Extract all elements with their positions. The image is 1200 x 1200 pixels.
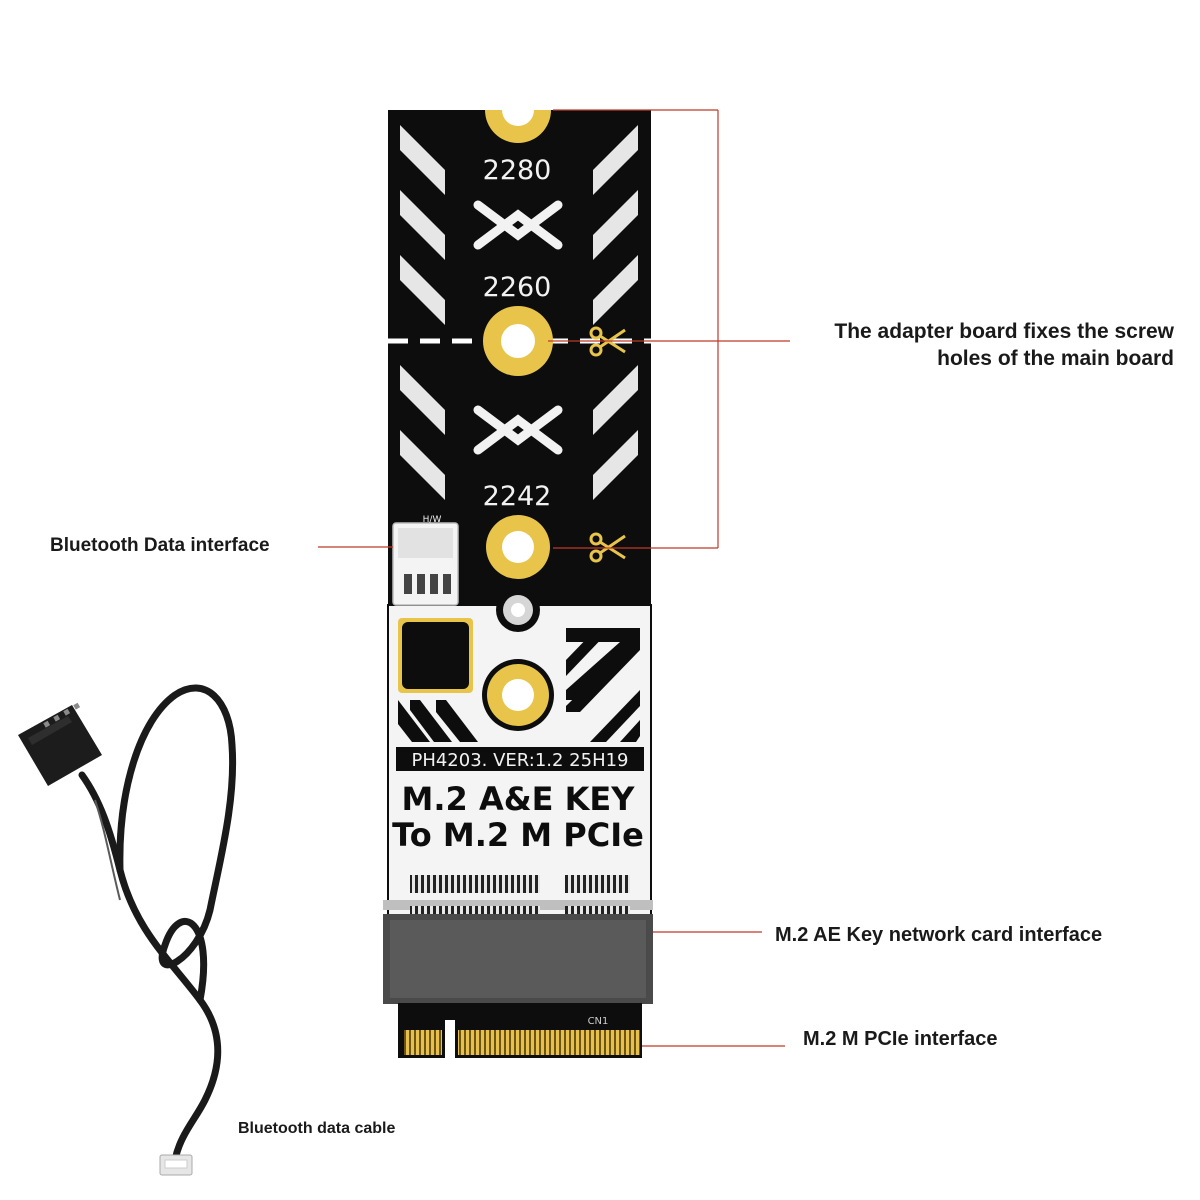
screw-hole-2260: [483, 306, 553, 376]
ae-key-connector: [383, 900, 653, 1004]
header-mark: H/W: [423, 515, 442, 525]
cable-connector-head: [18, 702, 102, 786]
bluetooth-header-connector: H/W: [392, 515, 459, 606]
callout-ae-key-interface: M.2 AE Key network card interface: [775, 924, 1103, 946]
cable-connector-tail: [159, 1154, 193, 1176]
adapter-board: 2280 2260 2242: [383, 110, 653, 1058]
board-title-line2: To M.2 M PCIe: [392, 816, 644, 854]
callout-m-pcie-interface: M.2 M PCIe interface: [803, 1028, 998, 1050]
callout-screw-holes-line1: The adapter board fixes the screw: [834, 320, 1174, 343]
chip: [398, 618, 473, 693]
x-mark-upper: [473, 200, 563, 250]
pin-row-right: [565, 875, 630, 893]
stripes-lower-left: [398, 700, 478, 742]
scissors-icon: [589, 326, 626, 357]
stripes-left-top: [400, 125, 445, 500]
size-label-2280: 2280: [483, 155, 552, 186]
standoff-hole: [496, 588, 540, 632]
size-label-2242: 2242: [483, 481, 552, 512]
screw-hole-2280: [485, 110, 551, 143]
stripes-right-top: [593, 125, 638, 500]
bluetooth-cable: [18, 684, 237, 1176]
size-label-2260: 2260: [483, 272, 552, 303]
board-title-line1: M.2 A&E KEY: [402, 780, 636, 818]
x-mark-lower: [473, 405, 563, 455]
screw-hole-lower: [482, 659, 554, 731]
pin-row-left: [410, 875, 540, 893]
callout-screw-holes-line2: holes of the main board: [937, 347, 1174, 370]
callout-bluetooth-cable: Bluetooth data cable: [238, 1120, 396, 1137]
connector-mark: CN1: [588, 1016, 609, 1027]
scissors-icon: [589, 532, 626, 563]
model-version-label: PH4203. VER:1.2 25H19: [411, 750, 628, 771]
leader-lines: [318, 109, 790, 1047]
callout-screw-holes: The adapter board fixes the screw holes …: [834, 318, 1174, 372]
m-pcie-edge-connector: CN1: [398, 1003, 642, 1058]
callout-bluetooth-interface: Bluetooth Data interface: [50, 535, 270, 556]
screw-hole-2242: [486, 515, 550, 579]
stripes-lower-right: [566, 628, 640, 742]
